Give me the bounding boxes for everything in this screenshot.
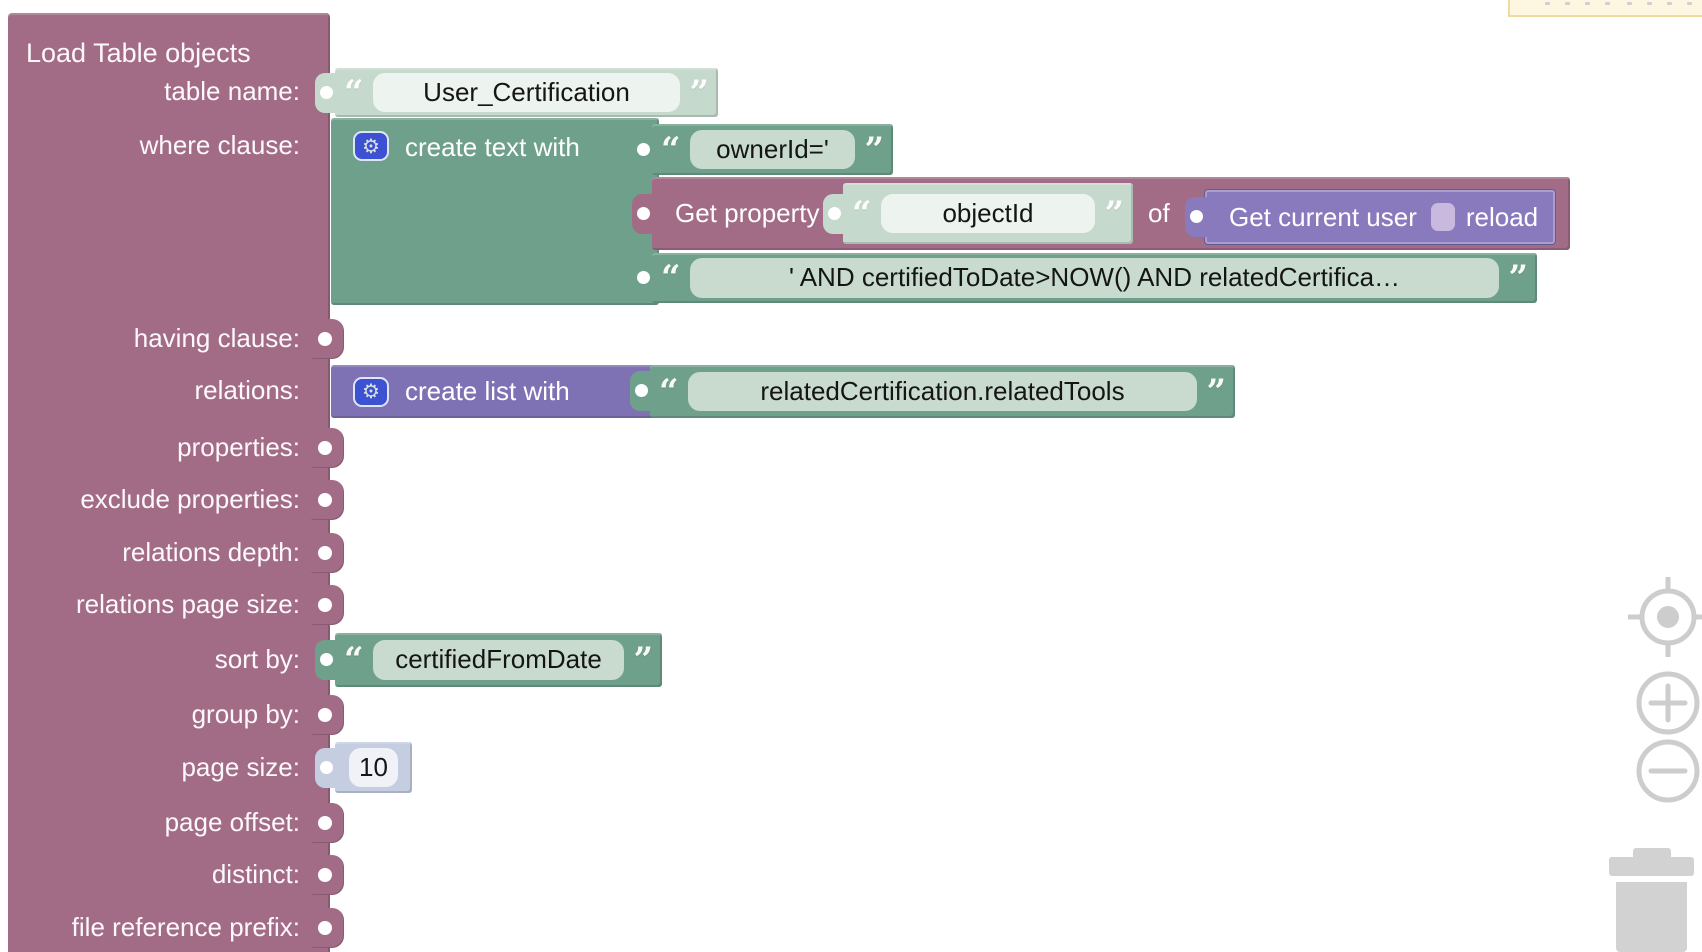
create-list-with-label: create list with — [405, 376, 570, 406]
gear-icon[interactable]: ⚙ — [353, 376, 389, 407]
load-table-objects-block[interactable]: Load Table objects — [8, 13, 330, 952]
text-block-relations[interactable]: “ relatedCertification.relatedTools ” — [630, 365, 1235, 418]
socket-file-reference-prefix[interactable] — [310, 908, 344, 948]
zoom-out-icon[interactable] — [1635, 738, 1701, 804]
gear-glyph: ⚙ — [362, 381, 380, 403]
connector-tab — [315, 640, 341, 680]
socket-having-clause[interactable] — [310, 319, 344, 359]
connector-tab — [315, 73, 341, 113]
notice-text-remnant — [1565, 2, 1570, 5]
param-label-page-size: page size: — [181, 752, 300, 782]
connector-tab — [632, 194, 658, 234]
get-property-block[interactable]: Get property “ objectId ” of Get current… — [632, 177, 1570, 250]
quote-close-icon: ” — [633, 640, 653, 680]
create-text-with-label: create text with — [405, 132, 580, 162]
reload-checkbox[interactable] — [1430, 203, 1455, 231]
notification-bar — [1508, 0, 1702, 17]
quote-close-icon: ” — [689, 72, 709, 113]
param-label-distinct: distinct: — [211, 859, 300, 889]
notice-text-remnant — [1545, 2, 1550, 5]
gear-icon[interactable]: ⚙ — [353, 131, 389, 161]
socket-distinct[interactable] — [310, 855, 344, 895]
notice-text-remnant — [1647, 2, 1652, 5]
param-label-table-name: table name: — [164, 76, 300, 106]
zoom-in-icon[interactable] — [1635, 670, 1701, 736]
trash-body — [1616, 882, 1687, 952]
create-text-with-block[interactable]: ⚙ create text with — [331, 118, 659, 305]
param-label-relations: relations: — [194, 375, 301, 405]
connector-tab — [315, 748, 341, 788]
number-block-page-size[interactable]: 10 — [315, 742, 412, 793]
quote-open-icon: “ — [344, 640, 364, 680]
notice-text-remnant — [1605, 2, 1610, 5]
get-current-user-block[interactable]: Get current user reload — [1185, 190, 1555, 244]
socket-exclude-properties[interactable] — [310, 480, 344, 520]
center-blocks-icon[interactable] — [1628, 577, 1702, 657]
socket-relations-depth[interactable] — [310, 533, 344, 573]
trash-lid — [1609, 857, 1694, 876]
get-property-label: Get property — [675, 198, 820, 228]
quote-close-icon: ” — [1508, 258, 1528, 298]
property-name-input[interactable]: objectId — [880, 193, 1096, 234]
block-title: Load Table objects — [26, 38, 251, 68]
where-text2-input[interactable]: ' AND certifiedToDate>NOW() AND relatedC… — [689, 258, 1500, 298]
get-current-user-label: Get current user — [1229, 201, 1417, 232]
socket-properties[interactable] — [310, 428, 344, 468]
quote-close-icon: ” — [1104, 193, 1124, 234]
socket-relations-page-size[interactable] — [310, 585, 344, 625]
notice-text-remnant — [1627, 2, 1632, 5]
quote-open-icon: “ — [852, 193, 872, 234]
connector-tab — [630, 371, 656, 411]
text-block-sort-by[interactable]: “ certifiedFromDate ” — [315, 633, 662, 687]
where-text1-input[interactable]: ownerId=' — [689, 129, 856, 170]
text-block-and-clause[interactable]: “ ' AND certifiedToDate>NOW() AND relate… — [632, 253, 1537, 303]
connector-tab — [632, 258, 658, 298]
param-label-relations-page-size: relations page size: — [75, 589, 300, 619]
param-label-group-by: group by: — [191, 699, 300, 729]
socket-page-offset[interactable] — [310, 803, 344, 843]
connector-tab — [1185, 197, 1211, 237]
quote-open-icon: “ — [661, 258, 681, 298]
param-label-having-clause: having clause: — [133, 323, 300, 353]
notice-text-remnant — [1667, 2, 1672, 5]
notice-text-remnant — [1687, 2, 1692, 5]
param-label-relations-depth: relations depth: — [122, 537, 300, 567]
param-label-exclude-properties: exclude properties: — [80, 484, 300, 514]
param-label-sort-by: sort by: — [214, 644, 300, 674]
sort-by-input[interactable]: certifiedFromDate — [372, 640, 625, 680]
quote-open-icon: “ — [661, 129, 681, 170]
create-list-with-block[interactable]: ⚙ create list with — [331, 365, 659, 418]
quote-close-icon: ” — [1206, 371, 1226, 412]
page-size-input[interactable]: 10 — [349, 747, 398, 788]
socket-group-by[interactable] — [310, 695, 344, 735]
param-label-properties: properties: — [177, 432, 300, 462]
param-label-file-reference-prefix: file reference prefix: — [71, 912, 300, 942]
param-label-page-offset: page offset: — [164, 807, 300, 837]
connector-tab — [632, 130, 658, 170]
relations-value-input[interactable]: relatedCertification.relatedTools — [687, 371, 1198, 412]
gear-glyph: ⚙ — [362, 135, 380, 158]
param-label-where-clause: where clause: — [139, 130, 300, 160]
table-name-input[interactable]: User_Certification — [372, 72, 681, 113]
quote-close-icon: ” — [864, 129, 884, 170]
text-block-table-name[interactable]: “ User_Certification ” — [315, 68, 718, 117]
quote-open-icon: “ — [659, 371, 679, 412]
notice-text-remnant — [1585, 2, 1590, 5]
text-block-owner-id[interactable]: “ ownerId=' ” — [632, 124, 893, 175]
connector-tab — [823, 194, 849, 234]
text-block-object-id[interactable]: “ objectId ” — [823, 183, 1133, 244]
reload-label: reload — [1465, 201, 1539, 232]
quote-open-icon: “ — [344, 72, 364, 113]
of-label: of — [1148, 198, 1170, 228]
